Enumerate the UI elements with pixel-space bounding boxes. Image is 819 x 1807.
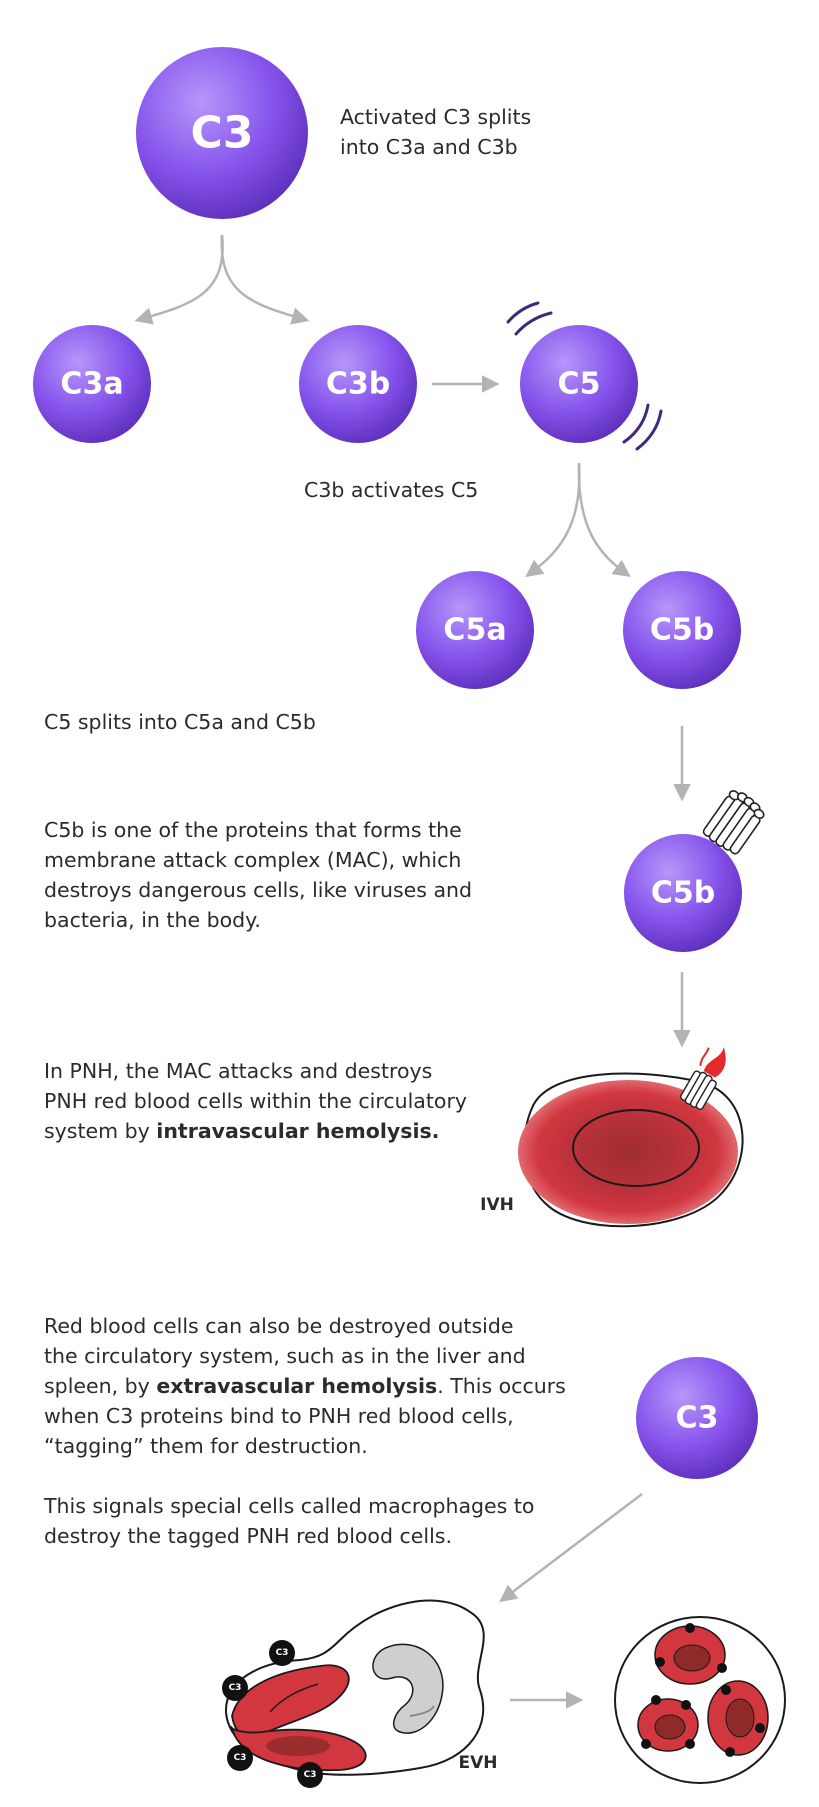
svg-text:C3: C3 [234,1753,247,1763]
mac-attack-icon [680,1047,726,1110]
c3b-activates-caption: C3b activates C5 [304,478,479,502]
svg-text:C3: C3 [276,1648,289,1658]
tagged-red-blood-cells [230,1664,367,1772]
c3-sphere-label: C3 [191,108,254,159]
c3-tag-sphere: C3 [636,1357,758,1479]
c5b-sphere-label: C5b [650,613,714,648]
ivh-description: In PNH, the MAC attacks and destroys PNH… [44,1059,468,1143]
vibration-lines-icon [506,301,663,451]
macrophage-nucleus [372,1643,444,1734]
c5-split-caption: C5 splits into C5a and C5b [44,710,316,734]
split-arrow-c3b [220,234,310,325]
c3a-sphere: C3a [33,325,151,443]
c5b-mac-sphere: C5b [624,834,742,952]
c5b-sphere: C5b [623,571,741,689]
c3b-sphere-label: C3b [326,367,390,402]
ivh-term: intravascular hemolysis. [156,1119,440,1143]
mac-pore-icon [702,790,765,855]
split-arrow-c3a [134,234,224,325]
c5b-mac-sphere-label: C5b [651,876,715,911]
svg-text:C3: C3 [229,1683,242,1693]
ivh-label: IVH [480,1195,514,1215]
c5-sphere: C5 [520,325,638,443]
small-c3-tag-icons [641,1623,765,1757]
c3b-sphere: C3b [299,325,417,443]
digested-cells [614,1616,786,1784]
c5a-sphere-label: C5a [443,613,506,648]
c3-split-caption: Activated C3 splits into C3a and C3b [340,105,532,159]
c3a-sphere-label: C3a [60,367,123,402]
arrow-to-macrophage [499,1493,643,1603]
digested-rbc-1 [654,1625,726,1685]
c5a-sphere: C5a [416,571,534,689]
c3-tag-sphere-label: C3 [676,1401,719,1436]
evh-term: extravascular hemolysis [156,1374,438,1398]
evh-label: EVH [459,1753,498,1773]
svg-text:C3: C3 [304,1770,317,1780]
c3-sphere: C3 [136,47,308,219]
digested-rbc-2 [637,1698,699,1752]
digested-rbc-3 [707,1680,769,1756]
macrophage-description: This signals special cells called macrop… [44,1494,535,1548]
split-arrow-c5b [577,462,631,578]
evh-description: Red blood cells can also be destroyed ou… [44,1314,566,1458]
c3-tag-icon: C3 C3 C3 C3 [222,1640,323,1788]
c5-sphere-label: C5 [558,367,601,402]
ivh-red-blood-cell [518,1072,744,1228]
mac-description: C5b is one of the proteins that forms th… [44,818,473,932]
split-arrow-c5a [525,462,581,578]
